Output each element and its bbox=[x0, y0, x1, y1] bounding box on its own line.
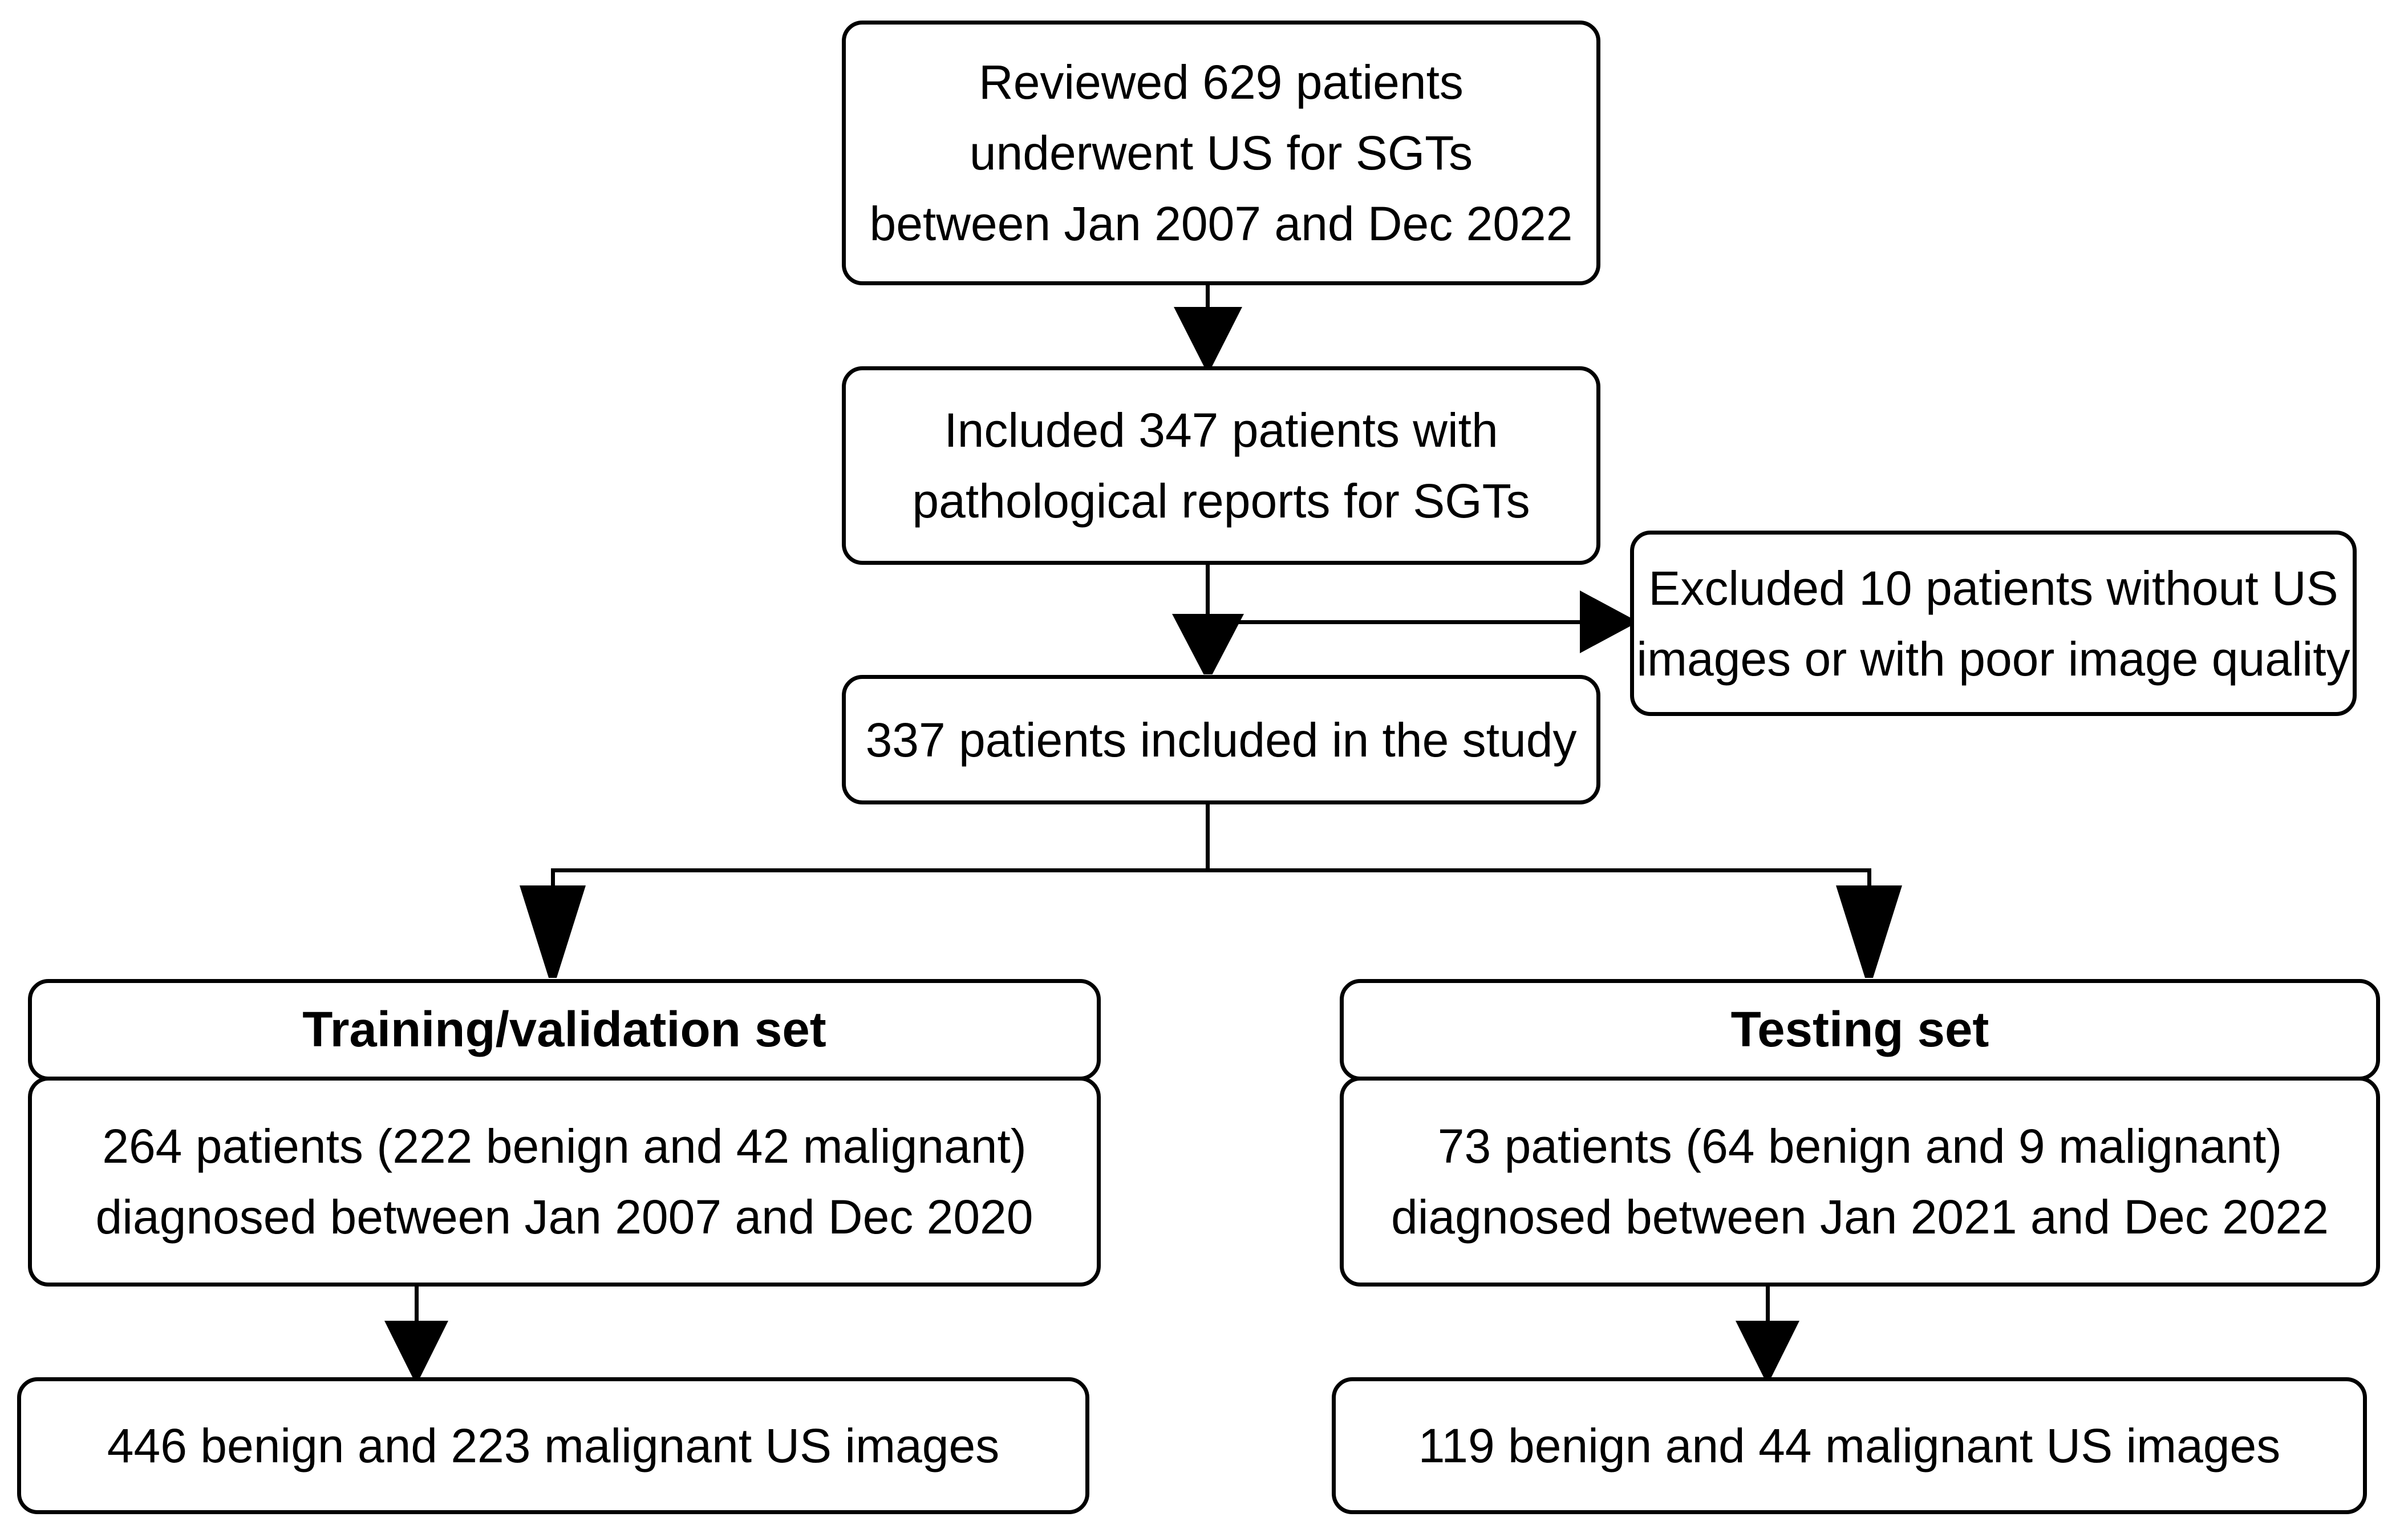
box-testing-detail: 73 patients (64 benign and 9 malignant) … bbox=[1340, 1077, 2380, 1287]
arrowhead-right-icon bbox=[1580, 590, 1630, 653]
box-text-line: underwent US for SGTs bbox=[969, 126, 1473, 180]
box-text-line: Included 347 patients with bbox=[944, 403, 1498, 457]
box-study-patients: 337 patients included in the study bbox=[842, 675, 1600, 804]
box-text-line: 337 patients included in the study bbox=[865, 713, 1577, 767]
box-training-images: 446 benign and 223 malignant US images bbox=[17, 1377, 1089, 1514]
box-text-line: Reviewed 629 patients bbox=[979, 55, 1464, 109]
box-testing-images: 119 benign and 44 malignant US images bbox=[1332, 1377, 2367, 1514]
connector-split-right bbox=[1867, 868, 1871, 888]
arrowhead-down-icon bbox=[1174, 307, 1242, 366]
box-included-patients: Included 347 patients with pathological … bbox=[842, 366, 1600, 565]
box-text-line: 264 patients (222 benign and 42 malignan… bbox=[102, 1119, 1027, 1173]
connector-study-to-split bbox=[1206, 804, 1210, 872]
connector-to-excluded bbox=[1207, 620, 1584, 624]
connector-training-to-images bbox=[415, 1287, 419, 1322]
connector-split-left bbox=[551, 868, 555, 888]
box-testing-title: Testing set bbox=[1340, 979, 2380, 1081]
box-text-line: Excluded 10 patients without US bbox=[1648, 561, 2338, 615]
box-text-line: 73 patients (64 benign and 9 malignant) bbox=[1437, 1119, 2283, 1173]
box-text-line: images or with poor image quality bbox=[1636, 632, 2350, 686]
box-text-line: 119 benign and 44 malignant US images bbox=[1418, 1419, 2281, 1473]
arrowhead-down-icon bbox=[384, 1321, 448, 1377]
box-text-line: diagnosed between Jan 2007 and Dec 2020 bbox=[95, 1190, 1033, 1244]
box-text-line: 446 benign and 223 malignant US images bbox=[107, 1419, 1000, 1473]
box-title-text: Training/validation set bbox=[302, 1002, 826, 1057]
box-title-text: Testing set bbox=[1730, 1002, 1989, 1057]
connector-split-horizontal bbox=[551, 868, 1871, 872]
connector-included-to-study bbox=[1206, 565, 1210, 615]
connector-reviewed-to-included bbox=[1206, 285, 1210, 308]
box-text-line: pathological reports for SGTs bbox=[912, 474, 1530, 528]
arrowhead-down-icon bbox=[520, 885, 586, 978]
box-training-validation-title: Training/validation set bbox=[28, 979, 1101, 1081]
arrowhead-down-icon bbox=[1736, 1321, 1799, 1377]
box-text-line: between Jan 2007 and Dec 2022 bbox=[869, 197, 1573, 250]
box-excluded-patients: Excluded 10 patients without US images o… bbox=[1630, 531, 2357, 716]
connector-testing-to-images bbox=[1766, 1287, 1770, 1322]
box-training-validation-detail: 264 patients (222 benign and 42 malignan… bbox=[28, 1077, 1101, 1287]
arrowhead-down-icon bbox=[1836, 885, 1902, 978]
box-text-line: diagnosed between Jan 2021 and Dec 2022 bbox=[1391, 1190, 2329, 1244]
box-reviewed-patients: Reviewed 629 patients underwent US for S… bbox=[842, 21, 1600, 285]
